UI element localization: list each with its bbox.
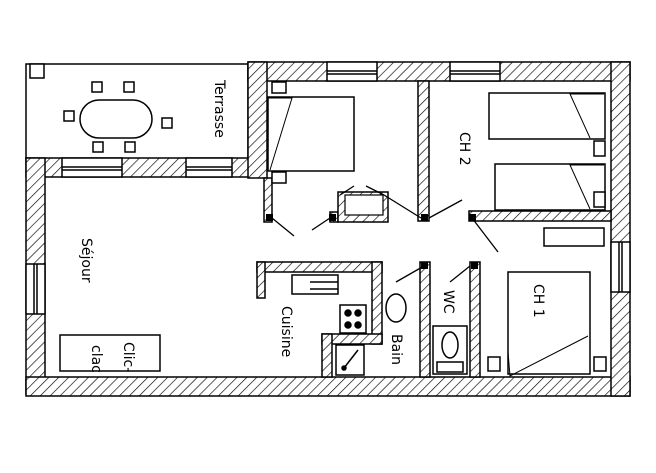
bed-icon bbox=[267, 81, 355, 184]
room-label-cuisine: Cuisine bbox=[278, 306, 294, 357]
room-label-ch2: CH 2 bbox=[456, 132, 472, 166]
kitchen-appliance bbox=[291, 274, 367, 376]
wardrobe bbox=[543, 227, 605, 247]
room-label-ch1: CH 1 bbox=[530, 284, 546, 318]
closet bbox=[344, 194, 384, 216]
bed-icon bbox=[487, 271, 607, 377]
sofa bbox=[59, 334, 161, 372]
door bbox=[271, 185, 499, 283]
bathroom-fixture bbox=[385, 293, 468, 375]
sofa-label-clic: Clic- bbox=[120, 342, 136, 372]
terrace-table-icon bbox=[63, 81, 173, 153]
window bbox=[25, 61, 631, 315]
bed-icon bbox=[488, 92, 606, 211]
room-label-sejour: Séjour bbox=[78, 238, 94, 283]
room-label-terrasse: Terrasse bbox=[211, 79, 227, 138]
room-label-wc: WC bbox=[440, 290, 456, 314]
room-label-bain: Bain bbox=[388, 334, 404, 365]
interior-walls bbox=[256, 80, 612, 378]
door-hinge bbox=[266, 214, 478, 269]
sofa-label-clac: clac bbox=[88, 345, 104, 373]
